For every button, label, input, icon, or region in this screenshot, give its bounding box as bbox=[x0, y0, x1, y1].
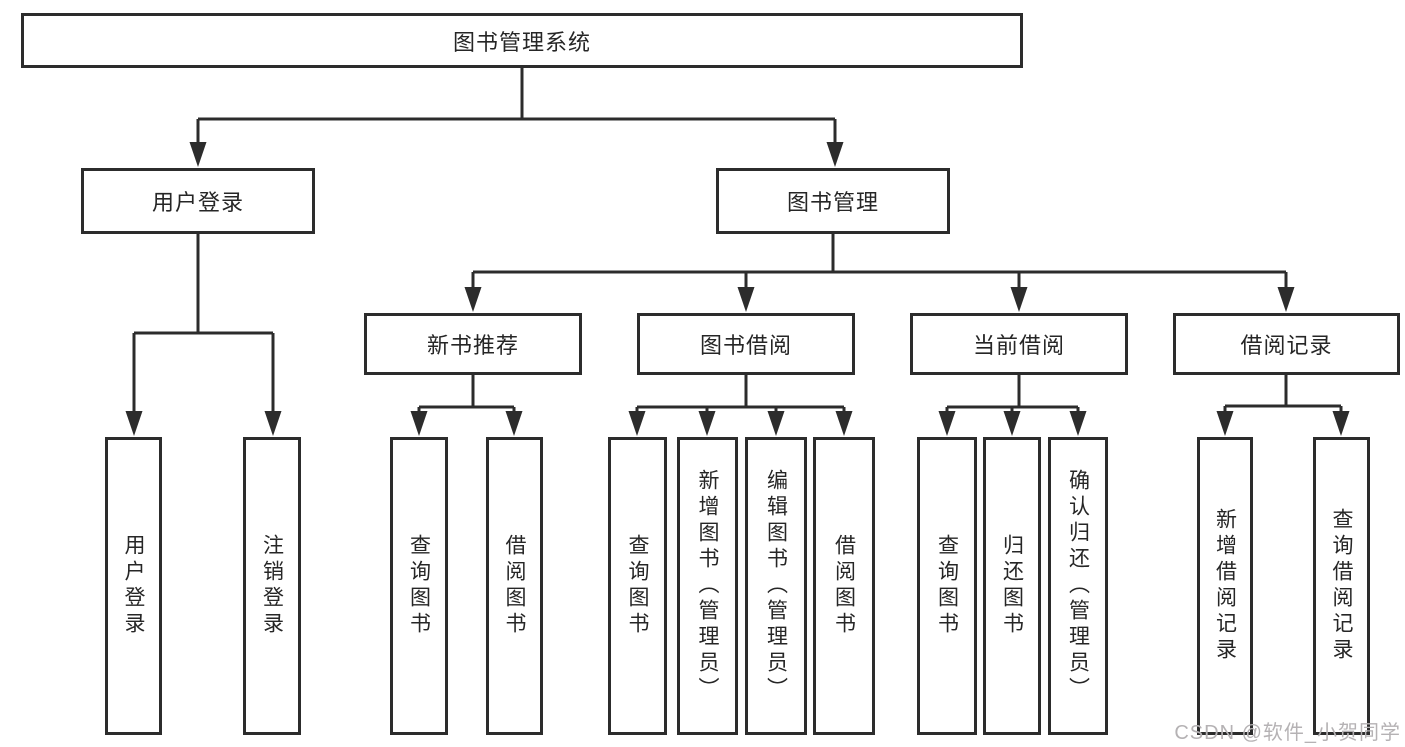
leaf-logout: 注销登录 bbox=[243, 437, 301, 735]
node-borrow-records: 借阅记录 bbox=[1173, 313, 1400, 375]
leaf-bb-borrow-books: 借阅图书 bbox=[813, 437, 875, 735]
leaf-bb-add-books-admin: 新增图书（管理员） bbox=[677, 437, 738, 735]
node-book-management: 图书管理 bbox=[716, 168, 950, 234]
connector-current-borrow-branch bbox=[938, 375, 1087, 436]
leaf-br-add-record: 新增借阅记录 bbox=[1197, 437, 1253, 735]
connector-book-borrow-branch bbox=[628, 375, 853, 436]
leaf-bb-query-books: 查询图书 bbox=[608, 437, 667, 735]
csdn-watermark: CSDN @软件_小贺同学 bbox=[1174, 722, 1401, 744]
node-book-borrow: 图书借阅 bbox=[637, 313, 855, 375]
leaf-cb-return-books: 归还图书 bbox=[983, 437, 1041, 735]
connector-new-books-branch bbox=[410, 375, 523, 436]
leaf-nb-borrow-books: 借阅图书 bbox=[486, 437, 543, 735]
node-new-book-recommend: 新书推荐 bbox=[364, 313, 582, 375]
connector-borrow-records-branch bbox=[1216, 375, 1350, 436]
node-library-system: 图书管理系统 bbox=[21, 13, 1023, 68]
leaf-br-query-record: 查询借阅记录 bbox=[1313, 437, 1370, 735]
leaf-bb-edit-books-admin: 编辑图书（管理员） bbox=[745, 437, 807, 735]
connector-root-branch bbox=[189, 68, 844, 167]
leaf-user-login: 用户登录 bbox=[105, 437, 162, 735]
leaf-nb-query-books: 查询图书 bbox=[390, 437, 448, 735]
connector-user-login-branch bbox=[125, 234, 282, 436]
connector-book-mgmt-branch bbox=[464, 234, 1295, 312]
node-current-borrow: 当前借阅 bbox=[910, 313, 1128, 375]
leaf-cb-query-books: 查询图书 bbox=[917, 437, 977, 735]
node-user-login: 用户登录 bbox=[81, 168, 315, 234]
leaf-cb-confirm-return-admin: 确认归还（管理员） bbox=[1048, 437, 1108, 735]
